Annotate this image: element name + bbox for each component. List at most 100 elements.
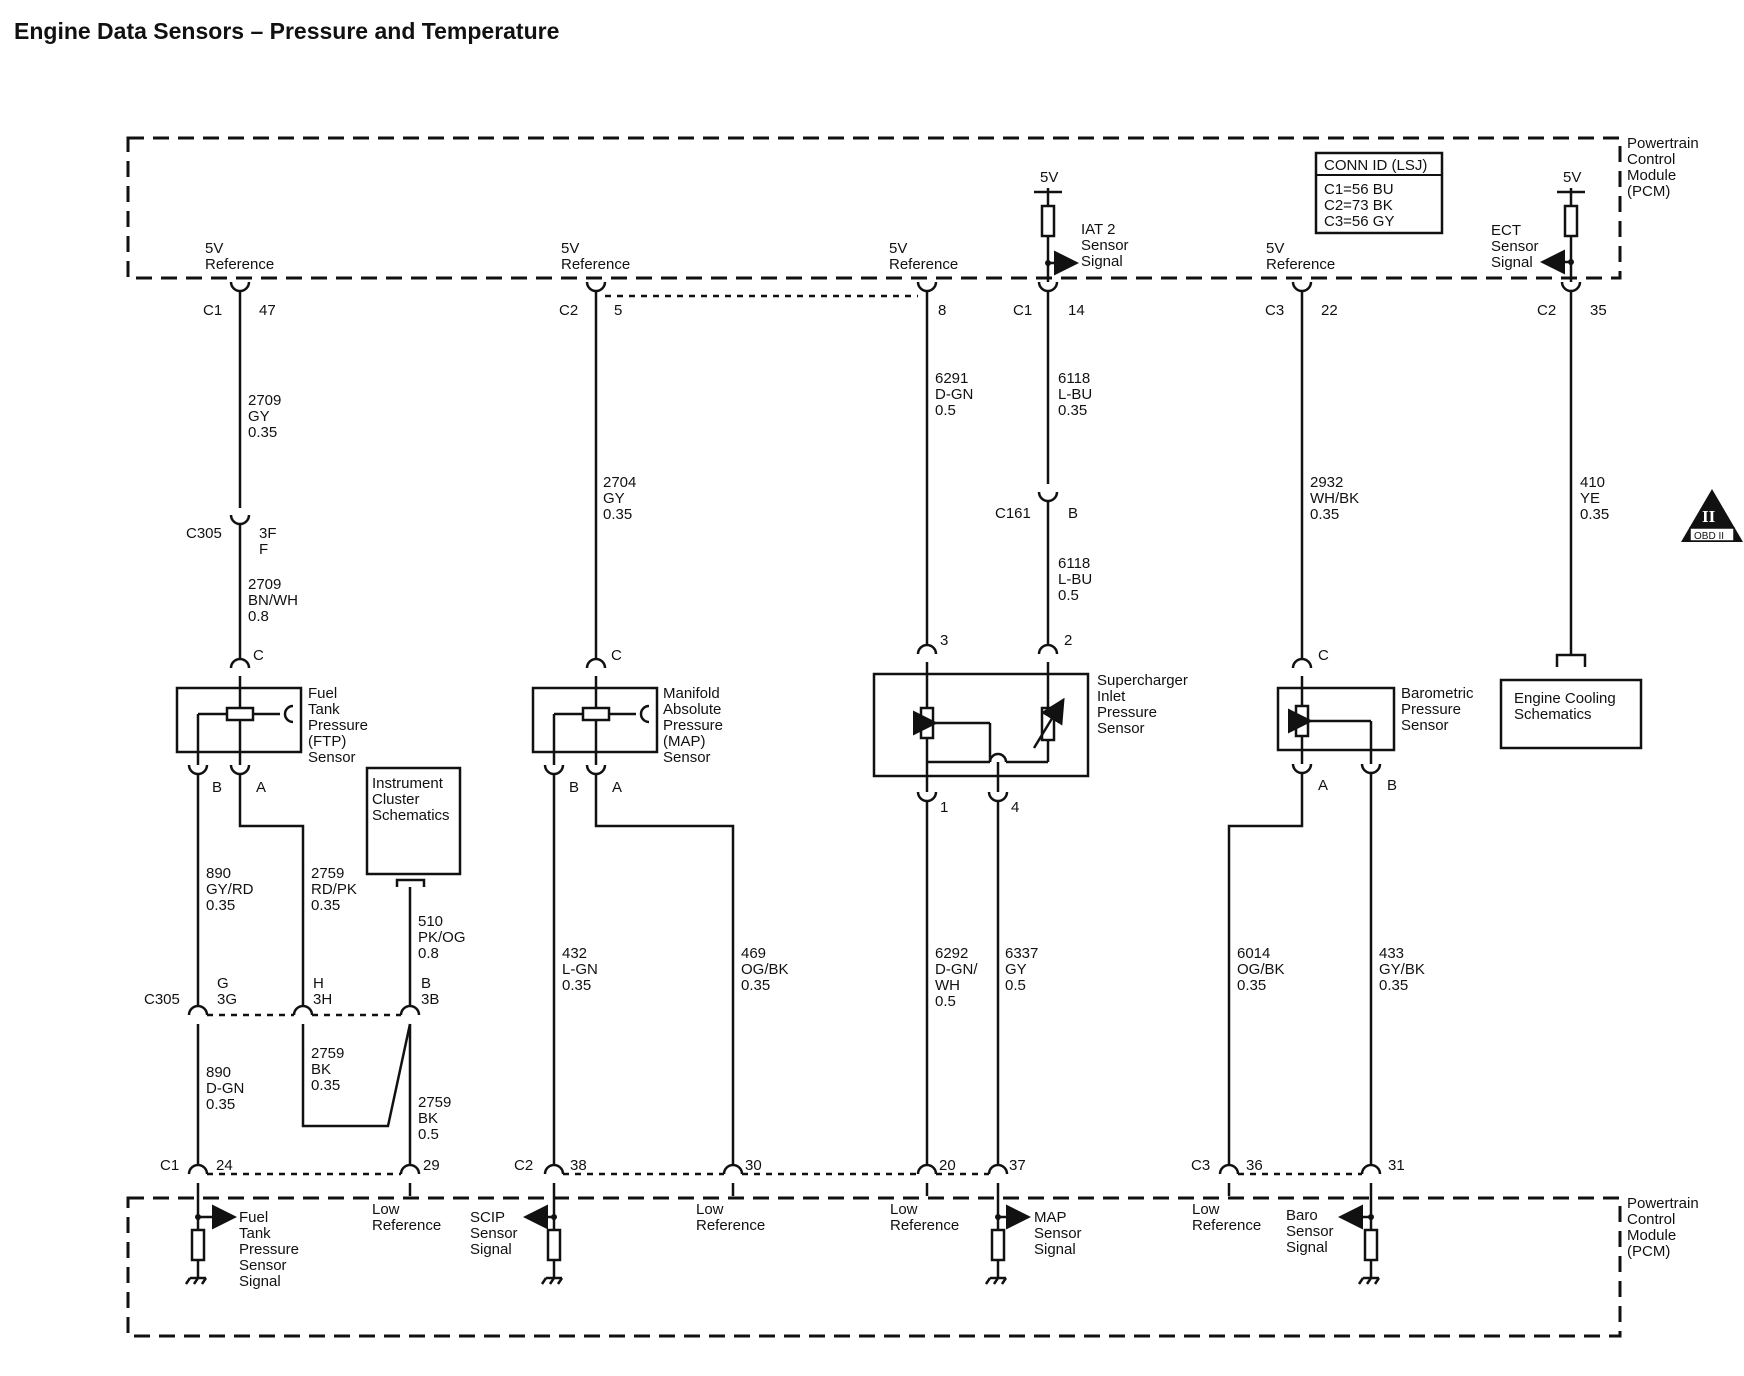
wire-6337-gy: 6337 GY 0.5 bbox=[1005, 945, 1038, 994]
svg-text:PK/OG: PK/OG bbox=[418, 929, 466, 946]
svg-text:Reference: Reference bbox=[205, 256, 274, 273]
svg-text:Sensor: Sensor bbox=[1097, 720, 1145, 737]
svg-text:RD/PK: RD/PK bbox=[311, 881, 357, 898]
svg-text:BK: BK bbox=[311, 1061, 331, 1078]
svg-text:Pressure: Pressure bbox=[1401, 701, 1461, 718]
svg-text:D-GN: D-GN bbox=[206, 1080, 244, 1097]
svg-text:GY: GY bbox=[248, 408, 270, 425]
svg-text:Reference: Reference bbox=[1192, 1217, 1261, 1234]
svg-text:2759: 2759 bbox=[311, 1045, 344, 1062]
svg-text:5V: 5V bbox=[889, 240, 907, 257]
svg-text:B: B bbox=[421, 975, 431, 992]
ftp-sensor: C Fuel Tank Pressure (FTP) Sensor B A bbox=[175, 647, 368, 796]
top-pin-c2-35: 5V ECT Sensor Signal C2 35 bbox=[1491, 169, 1607, 319]
svg-text:0.35: 0.35 bbox=[1379, 977, 1408, 994]
svg-text:0.35: 0.35 bbox=[562, 977, 591, 994]
svg-text:0.5: 0.5 bbox=[418, 1126, 439, 1143]
svg-text:890: 890 bbox=[206, 1064, 231, 1081]
obd-ii-icon: II OBD II bbox=[1681, 489, 1743, 542]
svg-text:B: B bbox=[1387, 777, 1397, 794]
svg-text:0.35: 0.35 bbox=[1310, 506, 1339, 523]
svg-text:6292: 6292 bbox=[935, 945, 968, 962]
svg-text:Powertrain: Powertrain bbox=[1627, 135, 1699, 152]
svg-text:Baro: Baro bbox=[1286, 1207, 1318, 1224]
svg-text:432: 432 bbox=[562, 945, 587, 962]
svg-text:22: 22 bbox=[1321, 302, 1338, 319]
svg-text:2704: 2704 bbox=[603, 474, 636, 491]
svg-text:BN/WH: BN/WH bbox=[248, 592, 298, 609]
svg-text:Low: Low bbox=[372, 1201, 400, 1218]
top-pin-c1-14: 5V IAT 2 Sensor Signal C1 14 bbox=[1013, 169, 1129, 319]
svg-text:OG/BK: OG/BK bbox=[741, 961, 789, 978]
svg-text:Barometric: Barometric bbox=[1401, 685, 1474, 702]
svg-text:(PCM): (PCM) bbox=[1627, 1243, 1670, 1260]
wire-510-pk-og: 510 PK/OG 0.8 bbox=[418, 913, 466, 962]
svg-text:B: B bbox=[569, 779, 579, 796]
wire-410-ye: 410 YE 0.35 bbox=[1580, 474, 1609, 523]
svg-text:YE: YE bbox=[1580, 490, 1600, 507]
svg-text:Absolute: Absolute bbox=[663, 701, 721, 718]
svg-text:0.35: 0.35 bbox=[741, 977, 770, 994]
svg-text:Signal: Signal bbox=[1491, 254, 1533, 271]
svg-text:GY: GY bbox=[603, 490, 625, 507]
instrument-cluster-schematics-ref[interactable]: Instrument Cluster Schematics bbox=[365, 766, 462, 887]
svg-text:1: 1 bbox=[940, 799, 948, 816]
connector-c161: C161 B bbox=[995, 491, 1078, 522]
svg-text:Sensor: Sensor bbox=[1401, 717, 1449, 734]
svg-text:Pressure: Pressure bbox=[663, 717, 723, 734]
svg-text:WH: WH bbox=[935, 977, 960, 994]
pcm-label-top: Powertrain Control Module (PCM) bbox=[1627, 135, 1699, 200]
map-sensor: C Manifold Absolute Pressure (MAP) Senso… bbox=[531, 647, 723, 796]
pcm-ftp-signal: Fuel Tank Pressure Sensor Signal bbox=[184, 1183, 299, 1290]
svg-text:Reference: Reference bbox=[696, 1217, 765, 1234]
page-title: Engine Data Sensors – Pressure and Tempe… bbox=[14, 18, 560, 44]
svg-text:II: II bbox=[1702, 507, 1716, 526]
svg-text:0.35: 0.35 bbox=[248, 424, 277, 441]
svg-text:Sensor: Sensor bbox=[308, 749, 356, 766]
svg-text:3H: 3H bbox=[313, 991, 332, 1008]
svg-text:31: 31 bbox=[1388, 1157, 1405, 1174]
pcm-low-ref-36: Low Reference bbox=[1192, 1183, 1261, 1234]
svg-text:5V: 5V bbox=[1266, 240, 1284, 257]
wire-2704-gy: 2704 GY 0.35 bbox=[603, 474, 636, 523]
svg-text:Sensor: Sensor bbox=[1034, 1225, 1082, 1242]
svg-text:5: 5 bbox=[614, 302, 622, 319]
svg-text:OBD II: OBD II bbox=[1694, 531, 1724, 542]
wire-469-og-bk: 469 OG/BK 0.35 bbox=[741, 945, 789, 994]
wire-433-gy-bk: 433 GY/BK 0.35 bbox=[1379, 945, 1425, 994]
svg-text:H: H bbox=[313, 975, 324, 992]
wire-2709-gy: 2709 GY 0.35 bbox=[248, 392, 281, 441]
svg-text:Instrument: Instrument bbox=[372, 775, 444, 792]
pcm-scip-signal: SCIP Sensor Signal bbox=[470, 1183, 564, 1285]
svg-text:5V: 5V bbox=[205, 240, 223, 257]
svg-text:C161: C161 bbox=[995, 505, 1031, 522]
svg-text:6118: 6118 bbox=[1058, 555, 1090, 572]
bottom-connector-row: C1 24 29 C2 38 30 20 37 C3 36 31 bbox=[160, 1157, 1405, 1176]
svg-text:0.5: 0.5 bbox=[935, 993, 956, 1010]
engine-cooling-schematics-ref[interactable]: Engine Cooling Schematics bbox=[1499, 653, 1643, 750]
svg-text:Supercharger: Supercharger bbox=[1097, 672, 1188, 689]
svg-text:5V: 5V bbox=[1563, 169, 1581, 186]
svg-text:Reference: Reference bbox=[1266, 256, 1335, 273]
svg-text:510: 510 bbox=[418, 913, 443, 930]
svg-text:Module: Module bbox=[1627, 167, 1676, 184]
wire-432-l-gn: 432 L-GN 0.35 bbox=[562, 945, 598, 994]
svg-text:GY/RD: GY/RD bbox=[206, 881, 254, 898]
svg-text:L-BU: L-BU bbox=[1058, 571, 1092, 588]
pcm-low-ref-30: Low Reference bbox=[696, 1183, 765, 1234]
barometric-pressure-sensor: C Barometric Pressure Sensor A B bbox=[1276, 647, 1474, 794]
svg-text:Tank: Tank bbox=[308, 701, 340, 718]
svg-text:Signal: Signal bbox=[1286, 1239, 1328, 1256]
wire-2932-wh-bk: 2932 WH/BK 0.35 bbox=[1310, 474, 1359, 523]
svg-text:SCIP: SCIP bbox=[470, 1209, 505, 1226]
svg-text:C305: C305 bbox=[144, 991, 180, 1008]
conn-id-header: CONN ID (LSJ) bbox=[1324, 157, 1427, 174]
svg-text:C3: C3 bbox=[1191, 1157, 1210, 1174]
connector-c305-bottom: C305 G 3G H 3H B 3B bbox=[144, 975, 439, 1017]
svg-text:0.5: 0.5 bbox=[935, 402, 956, 419]
wire-6118-l-bu-lower: 6118 L-BU 0.5 bbox=[1058, 555, 1092, 604]
svg-text:D-GN/: D-GN/ bbox=[935, 961, 978, 978]
svg-text:OG/BK: OG/BK bbox=[1237, 961, 1285, 978]
svg-text:35: 35 bbox=[1590, 302, 1607, 319]
svg-text:Powertrain: Powertrain bbox=[1627, 1195, 1699, 1212]
